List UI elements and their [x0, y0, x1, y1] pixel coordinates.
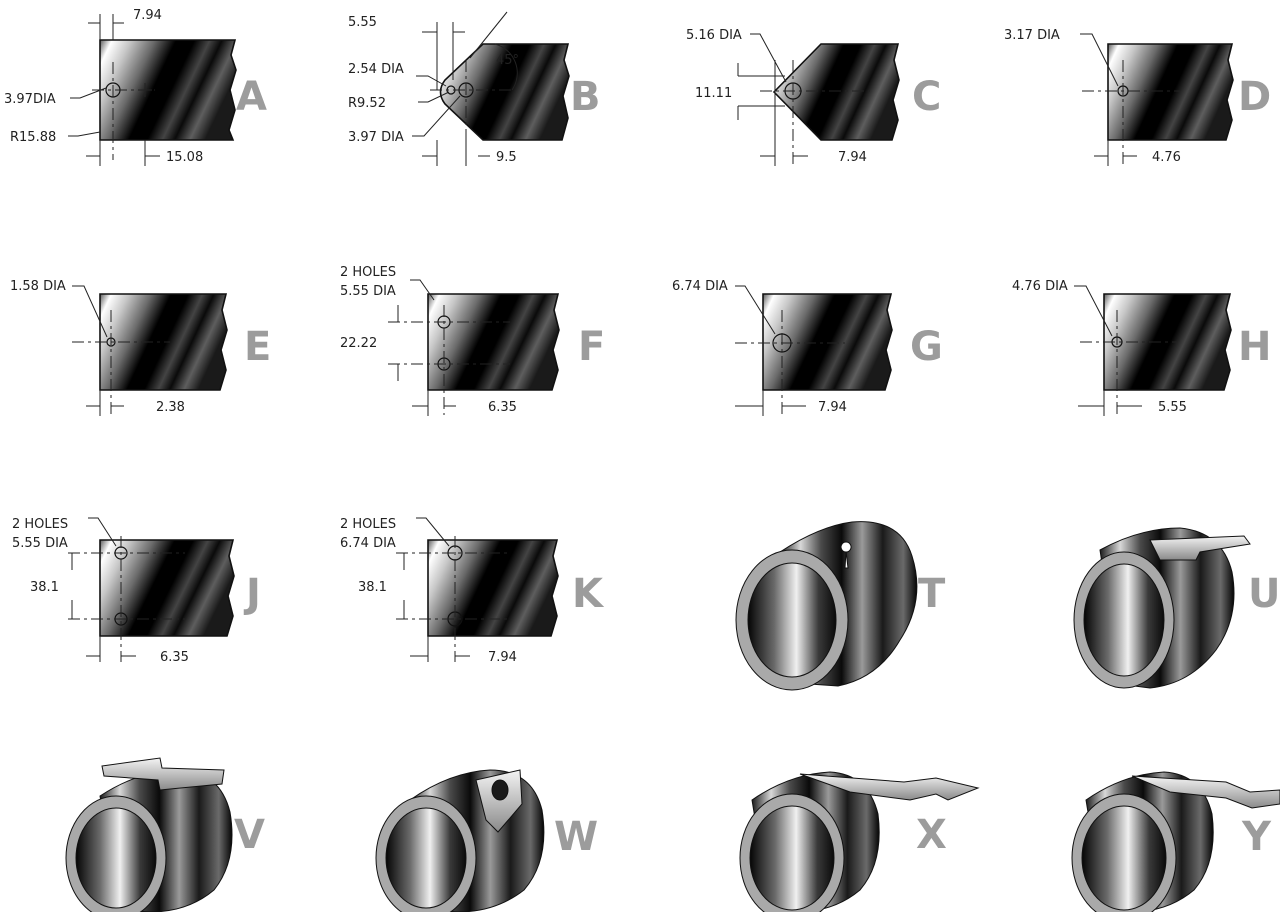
dim-bottom-label: 9.5: [496, 150, 517, 165]
coil-bore: [385, 807, 467, 909]
coil-letter: X: [916, 812, 947, 858]
hole-label: 5.55 DIA: [12, 536, 68, 551]
coil-letter: W: [554, 814, 598, 860]
strip-body: [99, 293, 228, 391]
dim-bottom-label: 7.94: [488, 650, 517, 665]
coil-bore: [75, 807, 157, 909]
coil-v: V: [65, 757, 265, 912]
detail-f: 2 HOLES 5.55 DIA 22.22 6.35 F: [340, 265, 605, 416]
dim-top-label: 5.55: [348, 15, 377, 30]
hole-label: 5.16 DIA: [686, 28, 742, 43]
dim-bottom-label: 15.08: [166, 150, 203, 165]
detail-d: 3.17 DIA 4.76 D: [1004, 28, 1271, 166]
coil-y: Y: [1071, 771, 1280, 912]
detail-letter: E: [244, 324, 271, 370]
hole-label: 4.76 DIA: [1012, 279, 1068, 294]
hole-label: 6.74 DIA: [672, 279, 728, 294]
stepped-tab: [101, 757, 225, 791]
extended-tab: [799, 773, 980, 801]
keyhole-slot: [840, 541, 852, 569]
dim-side-label: 11.11: [695, 86, 732, 101]
detail-b: 5.55 2.54 DIA R9.52 3.97 DIA 45° 9.5 B: [348, 11, 601, 166]
coil-u: U: [1073, 527, 1280, 689]
coil-bore: [1081, 805, 1167, 911]
detail-letter: F: [578, 324, 605, 370]
dim-side-label: 38.1: [358, 580, 387, 595]
detail-letter: J: [243, 571, 261, 617]
dim-bottom-label: 4.76: [1152, 150, 1181, 165]
coil-letter: U: [1248, 571, 1280, 617]
strip-body: [99, 539, 235, 637]
strip-body: [762, 293, 893, 391]
detail-letter: G: [910, 324, 943, 370]
holes-count-label: 2 HOLES: [340, 265, 396, 280]
strip-body: [99, 39, 237, 141]
coil-x: X: [739, 771, 980, 912]
small-hole-label: 2.54 DIA: [348, 62, 404, 77]
coil-w: W: [375, 769, 598, 912]
dim-side-label: 38.1: [30, 580, 59, 595]
tab-hole: [491, 779, 509, 801]
detail-letter: C: [912, 74, 941, 120]
pierced-tab: [475, 769, 523, 833]
coil-bore: [1083, 563, 1165, 677]
dim-bottom-label: 7.94: [838, 150, 867, 165]
strip-body: [439, 43, 570, 141]
strip-body: [772, 43, 900, 141]
hole-label: 6.74 DIA: [340, 536, 396, 551]
dim-bottom-label: 6.35: [488, 400, 517, 415]
forked-tab: [1131, 775, 1280, 809]
dim-bottom-label: 5.55: [1158, 400, 1187, 415]
radius-label: R15.88: [10, 130, 56, 145]
holes-count-label: 2 HOLES: [340, 517, 396, 532]
detail-letter: A: [236, 74, 267, 120]
holes-count-label: 2 HOLES: [12, 517, 68, 532]
dim-bottom-label: 7.94: [818, 400, 847, 415]
detail-letter: K: [572, 571, 605, 617]
dim-top-label: 7.94: [133, 8, 162, 23]
hole-label: 3.97DIA: [4, 92, 56, 107]
coil-bore: [749, 805, 835, 911]
coil-letter: T: [918, 571, 946, 617]
detail-j: 2 HOLES 5.55 DIA 38.1 6.35 J: [12, 517, 261, 665]
coil-t: T: [735, 521, 946, 691]
hole-label: 5.55 DIA: [340, 284, 396, 299]
detail-letter: B: [570, 74, 601, 120]
detail-e: 1.58 DIA 2.38 E: [10, 279, 271, 416]
hole-label: 1.58 DIA: [10, 279, 66, 294]
detail-h: 4.76 DIA 5.55 H: [1012, 279, 1271, 416]
flat-tab: [1149, 535, 1251, 561]
coil-bore: [747, 562, 837, 678]
dim-side-label: 22.22: [340, 336, 377, 351]
strip-body: [427, 539, 559, 637]
detail-letter: H: [1238, 324, 1271, 370]
angle-label: 45°: [496, 53, 519, 68]
coil-letter: V: [234, 812, 265, 858]
strip-body: [427, 293, 560, 391]
dim-bottom-label: 6.35: [160, 650, 189, 665]
hole-label: 3.97 DIA: [348, 130, 404, 145]
coil-letter: Y: [1241, 814, 1272, 860]
dim-bottom-label: 2.38: [156, 400, 185, 415]
detail-g: 6.74 DIA 7.94 G: [672, 279, 943, 416]
hole-label: 3.17 DIA: [1004, 28, 1060, 43]
strip-body: [1107, 43, 1234, 141]
detail-c: 5.16 DIA 11.11 7.94 C: [686, 28, 941, 166]
detail-letter: D: [1238, 74, 1271, 120]
radius-label: R9.52: [348, 96, 386, 111]
detail-k: 2 HOLES 6.74 DIA 38.1 7.94 K: [340, 517, 605, 665]
detail-a: 7.94 3.97DIA R15.88 15.08 A: [4, 8, 267, 166]
